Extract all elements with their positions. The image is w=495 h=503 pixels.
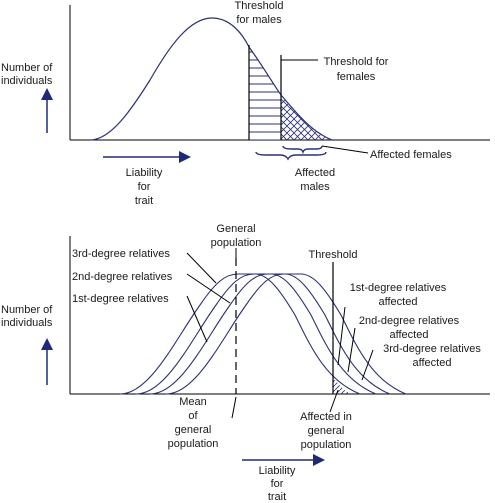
rel2-affected-label-1: 2nd-degree relatives — [359, 315, 460, 327]
rel2-curve — [149, 273, 391, 395]
affected-females-brace — [282, 145, 323, 155]
affected-general-area — [333, 378, 352, 394]
top-liability-label-1: Liability — [126, 167, 163, 179]
top-liability-label-3: trait — [135, 195, 153, 207]
affected-general-label-2: general — [308, 425, 345, 437]
affected-males-brace — [255, 151, 327, 161]
bottom-liability-label-1: Liability — [259, 465, 296, 477]
rel3-affected-pointer — [361, 349, 374, 381]
rel3-affected-label-2: affected — [413, 357, 452, 369]
mean-pointer — [231, 396, 237, 419]
rel1-affected-label-1: 1st-degree relatives — [350, 282, 447, 294]
general-population-label-1: General — [216, 223, 255, 235]
top-y-label-line1: Number of — [1, 62, 53, 74]
bottom-y-label-line1: Number of — [1, 304, 53, 316]
rel3-curve — [135, 273, 377, 395]
threshold-females-label-2: females — [337, 71, 376, 83]
rel3-pointer — [186, 252, 217, 284]
threshold-label: Threshold — [309, 249, 358, 261]
top-distribution-curve — [89, 17, 333, 141]
rel3-affected-label-1: 3rd-degree relatives — [383, 343, 481, 355]
bottom-liability-label-3: trait — [268, 491, 286, 503]
general-population-curve — [119, 273, 361, 395]
rel2-pointer — [186, 273, 231, 304]
rel1-curve — [165, 273, 407, 395]
affected-males-area — [249, 47, 281, 140]
rel1-affected-pointer — [337, 306, 346, 366]
threshold-females-label-1: Threshold for — [324, 56, 389, 68]
rel1-label: 1st-degree relatives — [72, 293, 169, 305]
affected-females-pointer — [321, 145, 369, 154]
threshold-males-label-1: Threshold — [235, 0, 284, 12]
affected-females-label: Affected females — [370, 149, 452, 161]
rel2-label: 2nd-degree relatives — [72, 271, 173, 283]
rel1-affected-label-2: affected — [379, 296, 418, 308]
top-liability-label-2: for — [138, 181, 151, 193]
affected-general-label-1: Affected in — [300, 411, 352, 423]
rel3-label: 3rd-degree relatives — [72, 248, 170, 260]
threshold-males-label-2: for males — [236, 14, 282, 26]
mean-label-2: of — [188, 410, 198, 422]
affected-general-pointer — [329, 389, 339, 413]
bottom-panel: Number of individuals General population… — [1, 223, 490, 503]
rel1-pointer — [186, 295, 208, 343]
general-population-label-2: population — [211, 237, 262, 249]
top-panel: Number of individuals Threshold for male… — [1, 0, 490, 207]
affected-general-label-3: population — [301, 439, 352, 451]
affected-males-label-1: Affected — [295, 167, 335, 179]
rel2-affected-label-2: affected — [390, 329, 429, 341]
affected-females-area — [281, 95, 330, 140]
mean-label-3: general — [175, 424, 212, 436]
mean-label-1: Mean — [179, 396, 207, 408]
bottom-y-label-line2: individuals — [1, 317, 53, 329]
rel2-affected-pointer — [347, 327, 356, 373]
mean-label-4: population — [168, 438, 219, 450]
bottom-liability-label-2: for — [271, 478, 284, 490]
affected-males-label-2: males — [300, 181, 330, 193]
top-y-label-line2: individuals — [1, 75, 53, 87]
